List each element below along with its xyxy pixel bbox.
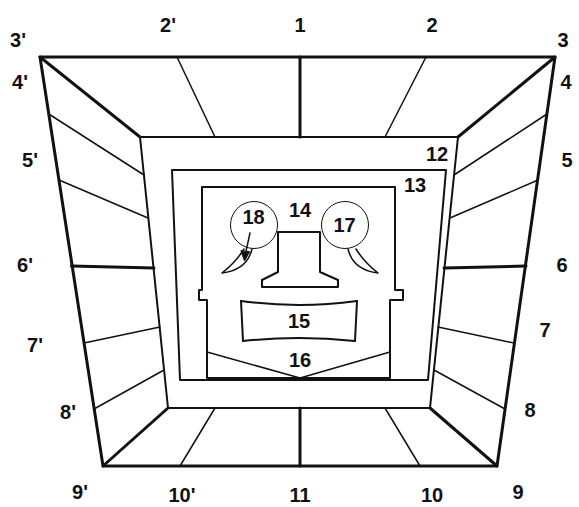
callout-number: 16 [289, 350, 311, 370]
callout-number: 5 [561, 150, 572, 170]
callout-number: 18 [242, 207, 264, 227]
mouth-box: 15 [240, 300, 358, 342]
callout-number: 4 [560, 72, 571, 92]
callout-number: 13 [404, 175, 426, 195]
callout-number: 12 [426, 144, 448, 164]
callout-number: 3' [10, 30, 26, 50]
callout-number: 7 [539, 320, 550, 340]
callout-number: 3 [557, 30, 568, 50]
callout-number: 2' [160, 15, 176, 35]
eye-circle: 17 [321, 201, 369, 249]
callout-number: 6 [556, 255, 567, 275]
callout-number: 14 [289, 200, 311, 220]
callout-number: 8' [60, 402, 76, 422]
callout-number: 6' [17, 255, 33, 275]
callout-number: 4' [12, 72, 28, 92]
callout-number: 11 [289, 485, 310, 505]
callout-number: 1 [294, 15, 305, 35]
callout-number: 9 [512, 482, 523, 502]
callout-number: 10' [168, 485, 195, 505]
callout-number: 15 [288, 311, 310, 331]
callout-number: 8 [524, 400, 535, 420]
callout-number: 9' [72, 482, 88, 502]
callout-number: 2 [426, 15, 437, 35]
eye-circle: 18 [230, 201, 278, 249]
callout-number: 5' [22, 150, 38, 170]
callout-number: 17 [333, 215, 355, 235]
callout-number: 7' [27, 335, 43, 355]
callout-number: 10 [421, 485, 443, 505]
